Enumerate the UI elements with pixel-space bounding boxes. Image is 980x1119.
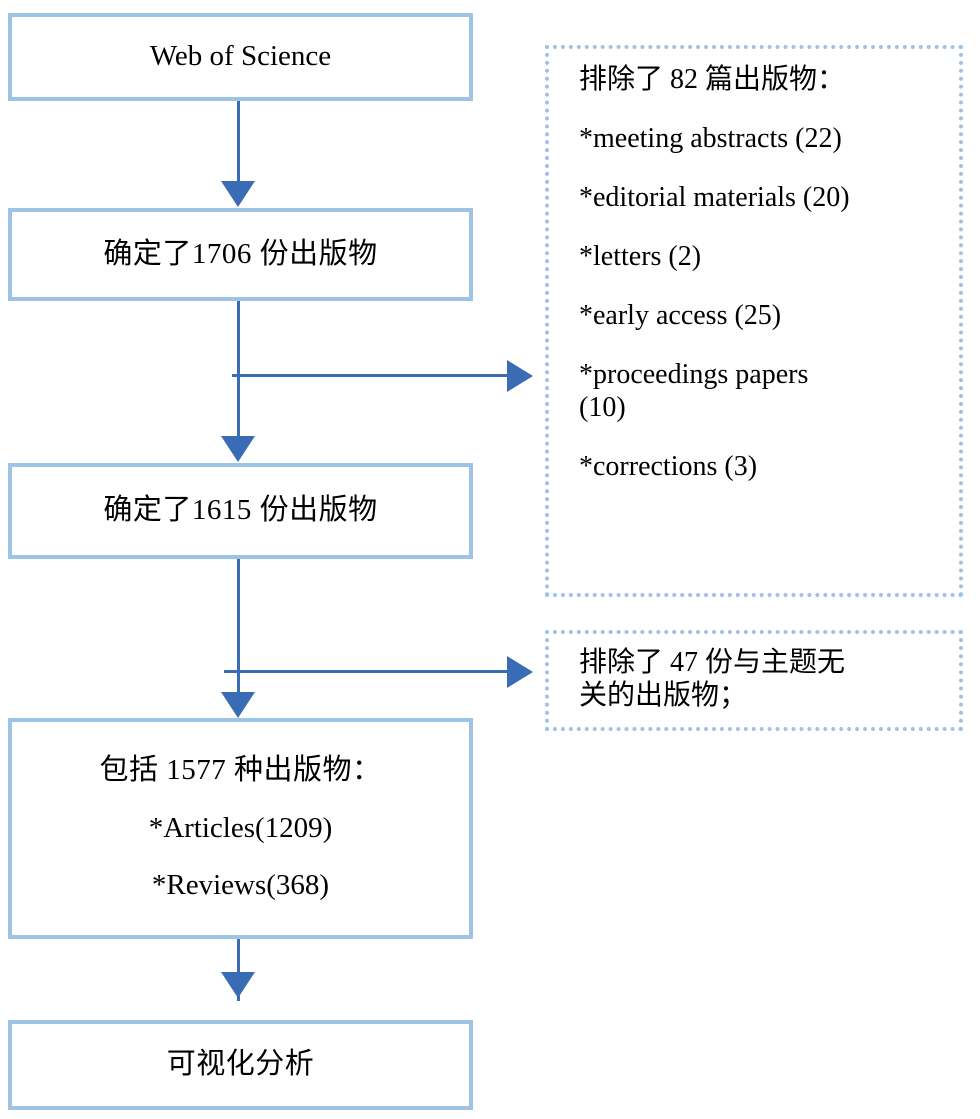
node-included-1577-articles: *Articles(1209) <box>148 811 333 844</box>
connector-source-to-1706-line <box>237 101 240 184</box>
node-visual-analysis[interactable]: 可视化分析 <box>8 1020 473 1110</box>
node-identified-1706[interactable]: 确定了1706 份出版物 <box>8 208 473 301</box>
connector-1577-to-analysis-line <box>237 939 240 1001</box>
node-visual-analysis-label: 可视化分析 <box>166 1048 315 1081</box>
note-excluded-82-item-proceedings-papers: *proceedings papers (10) <box>579 359 809 424</box>
note-excluded-47[interactable]: 排除了 47 份与主题无 关的出版物； <box>545 630 963 731</box>
note-excluded-82-item-corrections: *corrections (3) <box>579 451 758 483</box>
connector-1615-to-1577-arrowhead <box>221 692 255 718</box>
note-excluded-47-text: 排除了 47 份与主题无 关的出版物； <box>579 647 846 712</box>
connector-1577-to-analysis-arrowhead <box>221 972 255 998</box>
node-identified-1615-label: 确定了1615 份出版物 <box>103 494 378 527</box>
note-excluded-82-heading: 排除了 82 篇出版物： <box>579 64 846 95</box>
node-web-of-science[interactable]: Web of Science <box>8 13 473 101</box>
node-included-1577-reviews: *Reviews(368) <box>151 869 330 902</box>
connector-source-to-1706-arrowhead <box>221 181 255 207</box>
branch-to-excluded-82-arrowhead <box>507 360 533 392</box>
note-excluded-82-item-letters: *letters (2) <box>579 241 702 273</box>
node-included-1577[interactable]: 包括 1577 种出版物： *Articles(1209) *Reviews(3… <box>8 718 473 939</box>
branch-to-excluded-82-line <box>232 374 508 377</box>
note-excluded-82-item-meeting-abstracts: *meeting abstracts (22) <box>579 123 842 155</box>
branch-to-excluded-47-line <box>224 670 508 673</box>
connector-1706-to-1615-arrowhead <box>221 436 255 462</box>
node-identified-1706-label: 确定了1706 份出版物 <box>103 237 378 270</box>
note-excluded-82[interactable]: 排除了 82 篇出版物： *meeting abstracts (22) *ed… <box>545 45 963 597</box>
note-excluded-82-item-early-access: *early access (25) <box>579 300 782 332</box>
connector-1615-to-1577-line <box>237 559 240 695</box>
node-included-1577-label: 包括 1577 种出版物： <box>99 753 382 786</box>
node-web-of-science-label: Web of Science <box>149 40 332 73</box>
note-excluded-82-item-editorial-materials: *editorial materials (20) <box>579 182 850 214</box>
branch-to-excluded-47-arrowhead <box>507 656 533 688</box>
connector-1706-to-1615-line <box>237 301 240 439</box>
node-identified-1615[interactable]: 确定了1615 份出版物 <box>8 463 473 559</box>
